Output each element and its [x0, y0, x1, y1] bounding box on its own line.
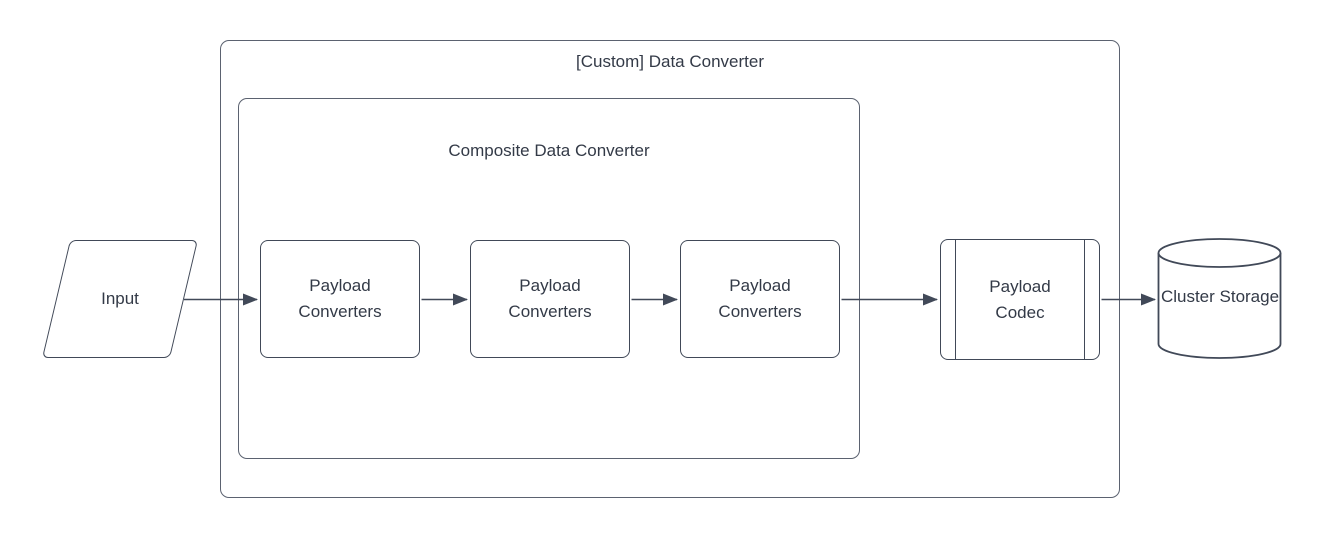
input-label: Input: [101, 289, 139, 308]
payload-converters-label-3: Payload Converters: [718, 276, 802, 321]
payload-converters-node-1: Payload Converters: [260, 240, 420, 358]
payload-codec-right-bar: [1084, 240, 1085, 359]
payload-converters-node-2: Payload Converters: [470, 240, 630, 358]
payload-codec-node: Payload Codec: [940, 239, 1100, 360]
payload-codec-left-bar: [955, 240, 956, 359]
input-node-label-wrap: Input: [42, 240, 198, 358]
payload-converters-label-2: Payload Converters: [508, 276, 592, 321]
composite-data-converter-label: Composite Data Converter: [448, 141, 650, 160]
payload-converters-node-3: Payload Converters: [680, 240, 840, 358]
payload-converters-label-1: Payload Converters: [298, 276, 382, 321]
cluster-storage-label: Cluster Storage: [1160, 287, 1280, 306]
composite-data-converter-container: Composite Data Converter: [238, 98, 860, 459]
custom-data-converter-container: [Custom] Data Converter: [220, 40, 1120, 498]
cylinder-top: [1157, 238, 1282, 268]
custom-data-converter-label: [Custom] Data Converter: [575, 52, 764, 71]
payload-codec-label: Payload Codec: [989, 276, 1051, 322]
